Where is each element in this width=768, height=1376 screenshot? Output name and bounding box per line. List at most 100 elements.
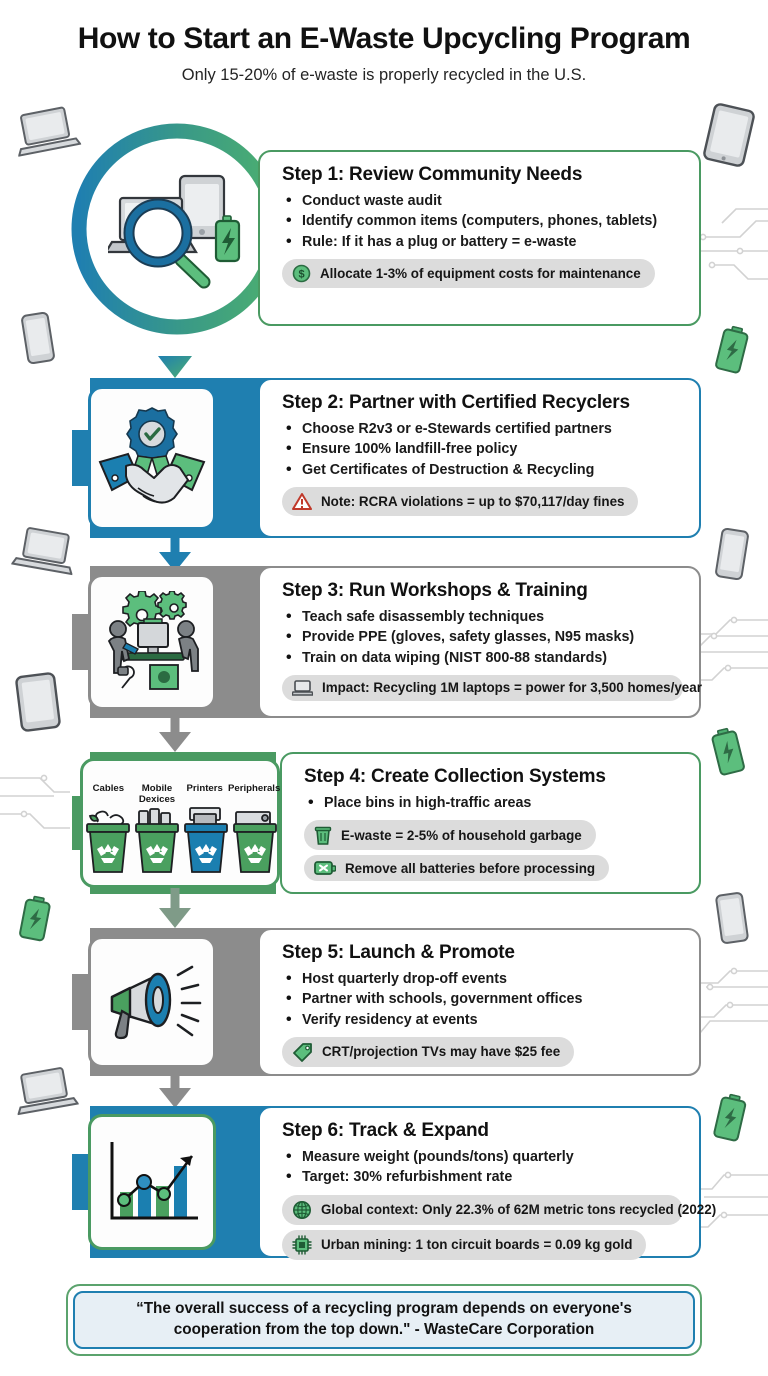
battery-decoration-icon <box>19 895 51 942</box>
step-6-bullets: Measure weight (pounds/tons) quarterly T… <box>282 1146 683 1189</box>
workshop-training-icon <box>107 591 199 690</box>
page-subtitle: Only 15-20% of e-waste is properly recyc… <box>181 65 587 84</box>
step-2-title: Step 2: Partner with Certified Recyclers <box>282 392 630 413</box>
recycling-bins-icon <box>86 807 277 873</box>
battery-decoration-icon <box>711 727 745 776</box>
bullet-item: Provide PPE (gloves, safety glasses, N95… <box>282 626 683 649</box>
step-6-fact-2: Urban mining: 1 ton circuit boards = 0.0… <box>282 1229 647 1260</box>
bullet-item: Train on data wiping (NIST 800-88 standa… <box>282 647 683 670</box>
phone-decoration-icon <box>715 527 749 581</box>
step-2-card[interactable]: Step 2: Partner with Certified Recyclers… <box>258 378 701 538</box>
connector-arrow-2 <box>159 532 191 572</box>
footer-quote: “The overall success of a recycling prog… <box>66 1284 702 1356</box>
bin-label-mobile-devices: Mobile Dexices <box>138 783 176 805</box>
circuit-trace-icon <box>0 774 70 829</box>
laptop-icon <box>292 680 313 696</box>
bullet-item: Choose R2v3 or e-Stewards certified part… <box>282 418 683 441</box>
step-1-bullets: Conduct waste audit Identify common item… <box>282 190 683 254</box>
step-1-card[interactable]: Step 1: Review Community Needs Conduct w… <box>258 150 701 326</box>
step-4-title: Step 4: Create Collection Systems <box>304 766 606 787</box>
fact-text: Global context: Only 22.3% of 62M metric… <box>321 1202 717 1218</box>
fact-text: Note: RCRA violations = up to $70,117/da… <box>321 493 625 509</box>
step-4-fact-2: Remove all batteries before processing <box>304 855 610 882</box>
step-3-card[interactable]: Step 3: Run Workshops & Training Teach s… <box>258 566 702 718</box>
dollar-coin-icon: $ <box>292 264 311 283</box>
quote-line-2: cooperation from the top down." - WasteC… <box>173 1321 595 1338</box>
bin-labels: Cables Mobile Dexices Printers Periphera… <box>84 783 281 805</box>
megaphone-icon <box>110 965 202 1040</box>
bullet-item: Identify common items (computers, phones… <box>282 210 683 233</box>
fact-text: Allocate 1-3% of equipment costs for mai… <box>320 265 641 281</box>
step-2-icon-frame <box>88 386 216 530</box>
step-6-icon-frame <box>88 1114 216 1250</box>
step-5-bullets: Host quarterly drop-off events Partner w… <box>282 968 683 1032</box>
svg-text:$: $ <box>298 268 304 280</box>
step-4-fact-1: E-waste = 2-5% of household garbage <box>304 820 596 851</box>
step-2-fact: Note: RCRA violations = up to $70,117/da… <box>282 486 639 516</box>
handshake-certified-icon <box>98 407 206 504</box>
page-title: How to Start an E-Waste Upcycling Progra… <box>77 22 691 55</box>
bullet-item: Verify residency at events <box>282 1009 683 1032</box>
step-6-fact-1: Global context: Only 22.3% of 62M metric… <box>282 1194 716 1225</box>
step-4-bullets: Place bins in high-traffic areas <box>304 792 683 815</box>
fact-text: E-waste = 2-5% of household garbage <box>341 827 582 843</box>
magnifier-over-devices-icon <box>108 174 241 289</box>
step-5-fact: CRT/projection TVs may have $25 fee <box>282 1036 575 1067</box>
step-3-fact: Impact: Recycling 1M laptops = power for… <box>282 674 702 701</box>
laptop-decoration-icon <box>17 1067 80 1116</box>
warning-triangle-icon <box>292 492 312 511</box>
step-3-icon-frame <box>88 574 216 710</box>
step-5-title: Step 5: Launch & Promote <box>282 942 515 963</box>
tablet-decoration-icon <box>15 672 61 732</box>
bullet-item: Get Certificates of Destruction & Recycl… <box>282 459 683 482</box>
footer-quote-inner: “The overall success of a recycling prog… <box>73 1291 695 1349</box>
laptop-decoration-icon <box>10 527 73 576</box>
growth-chart-icon <box>110 1142 198 1220</box>
bin-label-cables: Cables <box>92 783 125 794</box>
fact-text: Urban mining: 1 ton circuit boards = 0.0… <box>321 1237 633 1253</box>
step-5-icon-frame <box>88 936 216 1068</box>
circuit-trace-icon <box>700 208 768 280</box>
connector-arrow-3 <box>159 712 191 752</box>
step-3-bullets: Teach safe disassembly techniques Provid… <box>282 606 683 670</box>
battery-x-icon <box>314 860 336 876</box>
chip-icon <box>292 1234 312 1255</box>
phone-decoration-icon <box>715 892 749 944</box>
tablet-decoration-icon <box>703 103 755 167</box>
trash-can-icon <box>314 825 332 846</box>
footer-quote-text: “The overall success of a recycling prog… <box>136 1299 632 1340</box>
circuit-trace-icon <box>690 1171 768 1228</box>
bullet-item: Measure weight (pounds/tons) quarterly <box>282 1146 683 1169</box>
bullet-item: Teach safe disassembly techniques <box>282 606 683 629</box>
globe-icon <box>292 1200 312 1220</box>
step-5-card[interactable]: Step 5: Launch & Promote Host quarterly … <box>258 928 701 1076</box>
bullet-item: Target: 30% refurbishment rate <box>282 1166 683 1189</box>
connector-arrow-5 <box>159 1070 191 1108</box>
bin-label-printers: Printers <box>186 783 223 794</box>
price-tag-icon <box>292 1042 313 1062</box>
quote-line-1: “The overall success of a recycling prog… <box>136 1300 632 1318</box>
circuit-trace-icon <box>690 967 768 1034</box>
step-6-card[interactable]: Step 6: Track & Expand Measure weight (p… <box>258 1106 716 1260</box>
step-6-title: Step 6: Track & Expand <box>282 1120 489 1141</box>
header: How to Start an E-Waste Upcycling Progra… <box>0 22 768 85</box>
fact-text: CRT/projection TVs may have $25 fee <box>322 1044 561 1060</box>
bullet-item: Conduct waste audit <box>282 190 683 213</box>
fact-text: Remove all batteries before processing <box>345 860 596 876</box>
bullet-item: Host quarterly drop-off events <box>282 968 683 991</box>
step-1-fact: $ Allocate 1-3% of equipment costs for m… <box>282 258 655 288</box>
bullet-item: Place bins in high-traffic areas <box>304 792 683 815</box>
step-4-card[interactable]: Step 4: Create Collection Systems Place … <box>280 752 701 894</box>
battery-decoration-icon <box>715 325 749 374</box>
fact-text: Impact: Recycling 1M laptops = power for… <box>322 680 702 696</box>
battery-decoration-icon <box>713 1093 747 1142</box>
step-3-title: Step 3: Run Workshops & Training <box>282 580 588 601</box>
bullet-item: Ensure 100% landfill-free policy <box>282 438 683 461</box>
connector-arrow-4 <box>159 888 191 928</box>
step-1-title: Step 1: Review Community Needs <box>282 164 583 185</box>
bin-label-peripherals: Peripherals <box>228 783 281 794</box>
connector-arrow-1 <box>158 330 192 378</box>
bullet-item: Partner with schools, government offices <box>282 988 683 1011</box>
step-2-bullets: Choose R2v3 or e-Stewards certified part… <box>282 418 683 482</box>
